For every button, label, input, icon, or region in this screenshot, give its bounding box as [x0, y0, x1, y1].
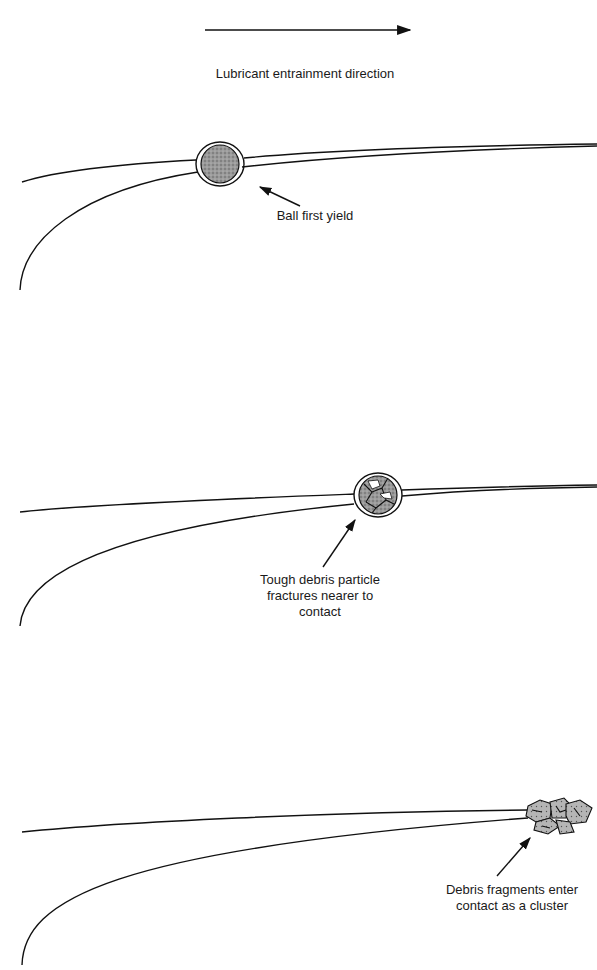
- direction-arrow: [205, 29, 410, 31]
- fractured-particle: [359, 476, 397, 514]
- direction-label: Lubricant entrainment direction: [185, 66, 425, 82]
- leader-arrow: [497, 838, 530, 876]
- debris-ball: [201, 145, 239, 183]
- leader-arrow: [260, 187, 300, 206]
- debris-cluster: [526, 798, 592, 834]
- callout-label: Debris fragments enter contact as a clus…: [442, 882, 582, 914]
- callout-label: Tough debris particle fractures nearer t…: [250, 572, 390, 620]
- callout-label: Ball first yield: [240, 208, 390, 224]
- leader-arrow: [323, 520, 355, 567]
- contact-surfaces: [20, 473, 597, 626]
- contact-surfaces: [20, 142, 597, 290]
